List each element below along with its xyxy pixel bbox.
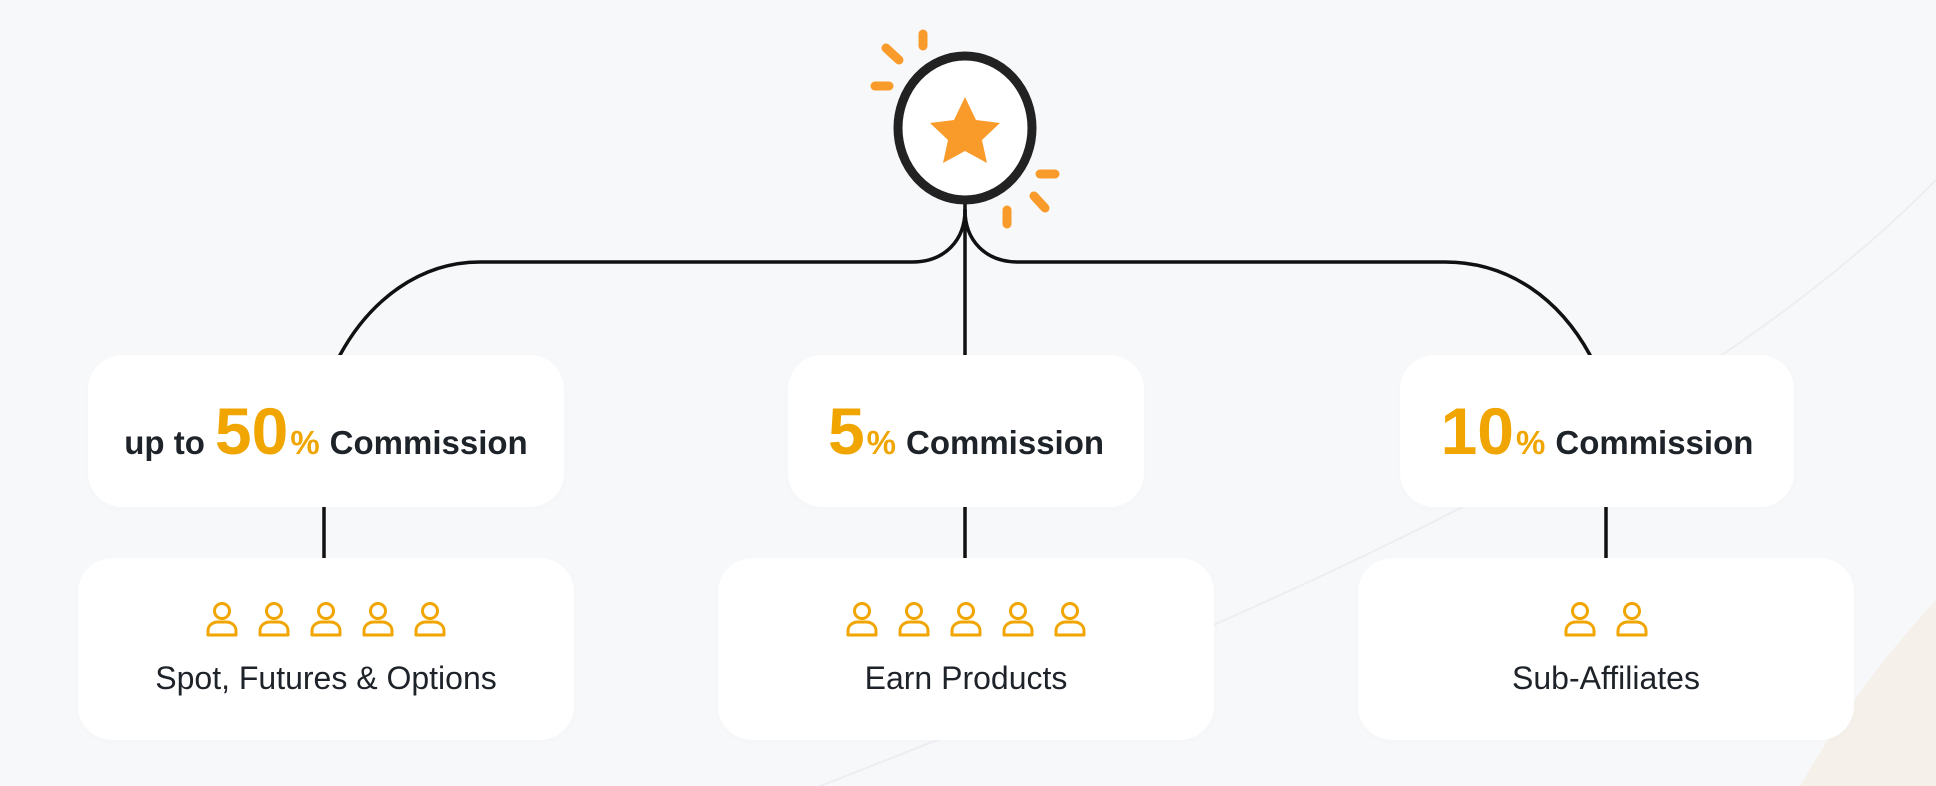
commission-label: Commission: [906, 424, 1105, 461]
person-icon: [206, 602, 238, 637]
percent-sign: %: [1516, 424, 1546, 461]
commission-card-sub-affiliates: 10 % Commission: [1400, 355, 1794, 507]
connector-right-top: [963, 208, 1592, 357]
commission-prefix: up to: [124, 424, 205, 461]
product-card-earn-products: Earn Products: [718, 558, 1214, 740]
product-card-sub-affiliates: Sub-Affiliates: [1358, 558, 1854, 740]
product-label: Earn Products: [864, 660, 1068, 696]
person-icon: [846, 602, 878, 637]
background-corner-shape: [1800, 600, 1936, 786]
top-node: [870, 29, 1060, 229]
commission-text: 10 % Commission: [1441, 398, 1754, 464]
person-icon: [898, 602, 930, 637]
connector-left-top: [338, 208, 967, 357]
product-label: Spot, Futures & Options: [155, 660, 497, 696]
people-icons-row: [718, 600, 1214, 638]
person-icon: [414, 602, 446, 637]
commission-card-earn: 5 % Commission: [788, 355, 1144, 507]
sparkle-icon: [870, 29, 1060, 229]
person-icon: [950, 602, 982, 637]
commission-percent-value: 5: [827, 394, 865, 468]
people-icons-row: [1358, 600, 1854, 638]
person-icon: [362, 602, 394, 637]
product-label: Sub-Affiliates: [1512, 660, 1700, 696]
percent-sign: %: [290, 424, 320, 461]
commission-percent-value: 50: [214, 394, 289, 468]
commission-percent-value: 10: [1440, 394, 1515, 468]
star-icon: [930, 97, 1000, 163]
person-icon: [310, 602, 342, 637]
person-icon: [1054, 602, 1086, 637]
person-icon: [258, 602, 290, 637]
person-icon: [1002, 602, 1034, 637]
percent-sign: %: [866, 424, 896, 461]
person-icon: [1616, 602, 1648, 637]
product-card-spot-futures-options: Spot, Futures & Options: [78, 558, 574, 740]
commission-card-spot: up to 50 % Commission: [88, 355, 564, 507]
commission-text: up to 50 % Commission: [124, 398, 527, 464]
people-icons-row: [78, 600, 574, 638]
commission-label: Commission: [1555, 424, 1754, 461]
commission-text: 5 % Commission: [828, 398, 1104, 464]
commission-label: Commission: [329, 424, 528, 461]
person-icon: [1564, 602, 1596, 637]
